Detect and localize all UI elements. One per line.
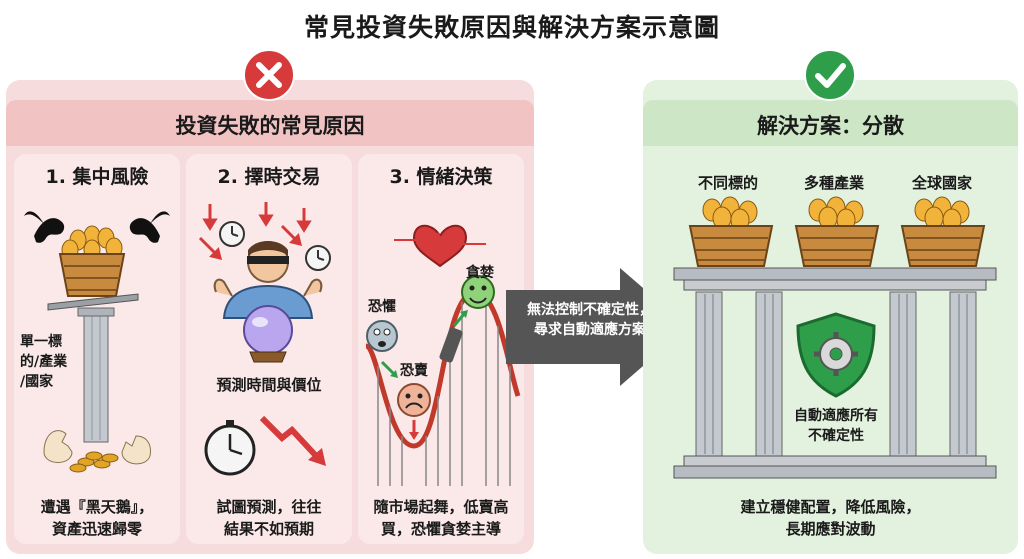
concentration-caption: 遭遇『黑天鵝』， 資產迅速歸零 bbox=[40, 498, 154, 538]
causes-header bbox=[6, 100, 534, 146]
emotion-caption: 隨市場起舞，低賣高 買，恐懼貪婪主導 bbox=[373, 498, 509, 538]
emotion-illustration bbox=[358, 196, 524, 490]
panic-sell-label: 恐賣 bbox=[400, 363, 428, 379]
card-title-2: 2. 擇時交易 bbox=[217, 166, 321, 188]
x-icon bbox=[242, 48, 296, 106]
solution-header bbox=[643, 100, 1018, 146]
stopwatch-icon bbox=[204, 420, 256, 476]
causes-heading: 投資失敗的常見原因 bbox=[175, 114, 365, 138]
concentration-side-label: 單一標 的/產業 /國家 bbox=[20, 334, 68, 390]
basket-label-industries: 多種產業 bbox=[803, 174, 864, 192]
pillar-icon bbox=[77, 307, 115, 443]
blindfolded-person-icon bbox=[213, 241, 323, 319]
fear-face-icon bbox=[366, 320, 398, 352]
crystal-ball-icon bbox=[243, 305, 293, 363]
falling-chart-icon bbox=[259, 415, 326, 466]
clock-icon bbox=[219, 221, 245, 247]
transition-text: 無法控制不確定性， 尋求自動適應方案 bbox=[527, 302, 653, 338]
broken-egg-icon bbox=[43, 430, 151, 473]
shield-caption: 自動適應所有 不確定性 bbox=[794, 408, 878, 444]
egg-basket-icon bbox=[794, 196, 880, 267]
roller-coaster-icon bbox=[364, 289, 521, 486]
black-swan-icon bbox=[129, 211, 170, 243]
basket-label-countries: 全球國家 bbox=[911, 174, 972, 192]
page-title: 常見投資失敗原因與解決方案示意圖 bbox=[303, 13, 720, 42]
solution-caption: 建立穩健配置，降低風險， 長期應對波動 bbox=[740, 498, 921, 538]
black-swan-icon bbox=[24, 211, 65, 243]
transition-arrow bbox=[506, 268, 690, 390]
timing-caption: 試圖預測，往往 結果不如預期 bbox=[216, 498, 322, 538]
diversification-illustration bbox=[660, 196, 1010, 494]
greed-label: 貪婪 bbox=[466, 265, 494, 281]
card-title-3: 3. 情緒決策 bbox=[389, 166, 493, 188]
egg-basket-icon bbox=[688, 196, 774, 267]
clock-icon bbox=[305, 245, 331, 271]
check-icon bbox=[803, 48, 857, 106]
heart-icon bbox=[394, 224, 486, 268]
solution-heading: 解決方案：分散 bbox=[757, 114, 904, 138]
egg-basket-icon bbox=[58, 225, 126, 297]
shield-gear-icon bbox=[796, 312, 876, 398]
greed-face-icon bbox=[461, 275, 495, 309]
card-title-1: 1. 集中風險 bbox=[45, 166, 149, 188]
egg-basket-icon bbox=[900, 196, 986, 267]
basket-label-assets: 不同標的 bbox=[697, 174, 758, 192]
fear-label: 恐懼 bbox=[368, 299, 396, 315]
timing-illustration bbox=[186, 196, 352, 490]
concentration-illustration bbox=[14, 196, 180, 490]
panic-face-icon bbox=[397, 383, 431, 417]
timing-mid-caption: 預測時間與價位 bbox=[216, 376, 322, 394]
pillar-icon bbox=[695, 291, 977, 457]
